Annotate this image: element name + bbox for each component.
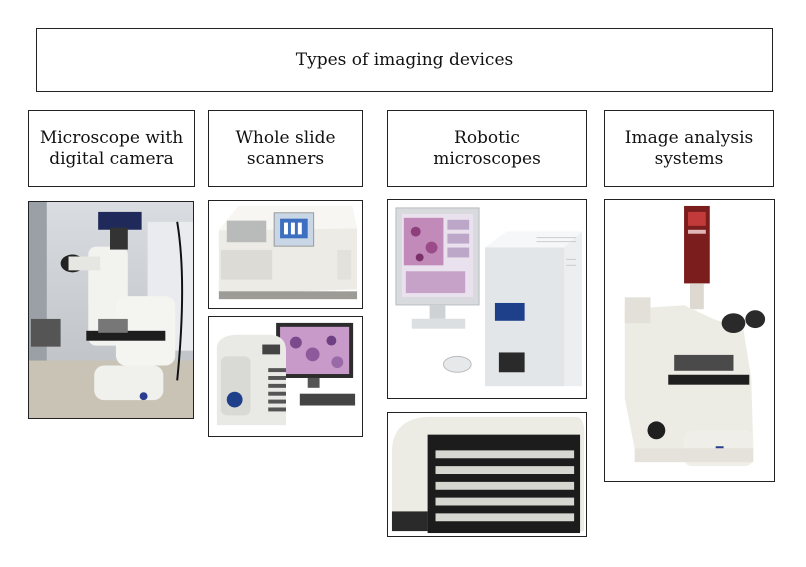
- photo-slide-scanner-desktop: [208, 200, 363, 309]
- category-image-analysis: Image analysis systems: [604, 110, 774, 187]
- microscope-photo-icon: [29, 202, 193, 418]
- diagram-title: Types of imaging devices: [295, 50, 514, 70]
- category-label-line: digital camera: [49, 148, 174, 169]
- diagram-title-box: Types of imaging devices: [36, 28, 773, 92]
- category-label-line: Microscope with: [39, 127, 184, 148]
- photo-slide-scanner-monitor: [208, 316, 363, 437]
- category-label-line: systems: [654, 148, 724, 169]
- analysis-microscope-photo-icon: [605, 200, 774, 481]
- robotic-microscope-photo-icon: [388, 200, 586, 398]
- scanner-with-monitor-photo-icon: [209, 317, 362, 436]
- category-label-line: Image analysis: [624, 127, 754, 148]
- photo-robotic-workstation: [387, 199, 587, 399]
- slide-loader-photo-icon: [388, 413, 586, 536]
- category-robotic: Robotic microscopes: [387, 110, 587, 187]
- category-label-line: scanners: [246, 148, 325, 169]
- photo-analysis-microscope: [604, 199, 775, 482]
- slide-scanner-photo-icon: [209, 201, 362, 308]
- category-label-line: microscopes: [433, 148, 541, 169]
- category-whole-slide: Whole slide scanners: [208, 110, 363, 187]
- category-microscope-camera: Microscope with digital camera: [28, 110, 195, 187]
- category-label-line: Robotic: [454, 127, 520, 148]
- photo-upright-microscope: [28, 201, 194, 419]
- photo-slide-loader: [387, 412, 587, 537]
- category-label-line: Whole slide: [235, 127, 336, 148]
